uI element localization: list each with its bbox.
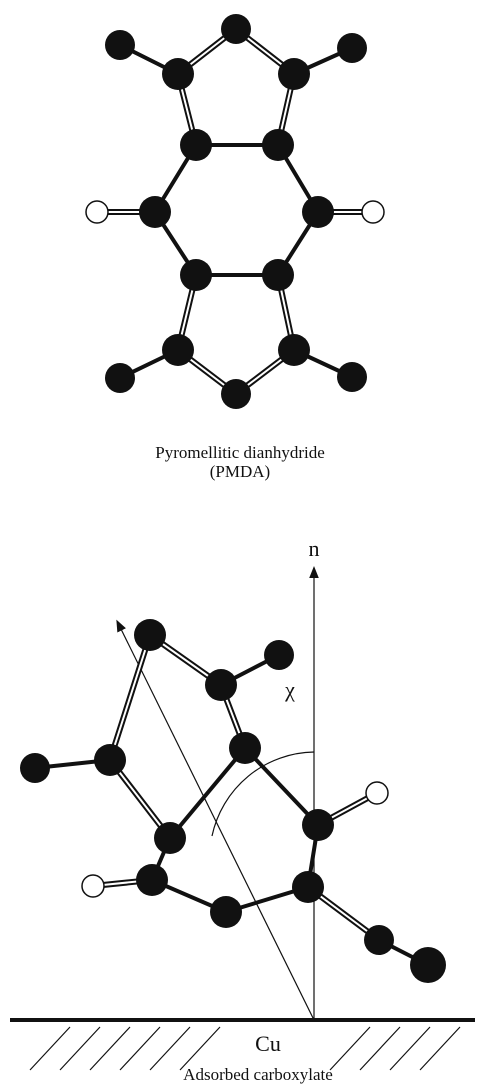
atom bbox=[302, 809, 334, 841]
adsorbed-diagram: n χ bbox=[10, 536, 475, 1071]
atom bbox=[278, 334, 310, 366]
atom bbox=[162, 334, 194, 366]
atom bbox=[154, 822, 186, 854]
bond bbox=[243, 746, 320, 827]
atom bbox=[180, 129, 212, 161]
atom bbox=[264, 640, 294, 670]
pmda-name-line2: (PMDA) bbox=[210, 462, 270, 481]
pmda-molecule bbox=[85, 14, 385, 409]
adsorbed-atoms bbox=[20, 619, 446, 983]
atom bbox=[134, 619, 166, 651]
atom bbox=[221, 14, 251, 44]
atom bbox=[20, 753, 50, 783]
tilt-angle-arc bbox=[211, 751, 315, 837]
normal-label: n bbox=[309, 536, 320, 561]
surface-hatching bbox=[29, 1026, 461, 1071]
atom bbox=[337, 362, 367, 392]
atom bbox=[210, 896, 242, 928]
atom bbox=[105, 363, 135, 393]
atom-hydrogen bbox=[85, 200, 109, 224]
atom bbox=[292, 871, 324, 903]
atom bbox=[262, 129, 294, 161]
atom bbox=[337, 33, 367, 63]
adsorbed-caption: Adsorbed carboxylate bbox=[183, 1065, 333, 1084]
pmda-atoms bbox=[85, 14, 385, 409]
pmda-name-line1: Pyromellitic dianhydride bbox=[155, 443, 325, 462]
atom bbox=[229, 732, 261, 764]
atom bbox=[221, 379, 251, 409]
atom bbox=[262, 259, 294, 291]
bond bbox=[168, 746, 247, 840]
atom bbox=[105, 30, 135, 60]
atom bbox=[136, 864, 168, 896]
molecular-axis-arrow bbox=[116, 619, 315, 1021]
surface-label: Cu bbox=[255, 1031, 281, 1056]
atom bbox=[139, 196, 171, 228]
atom bbox=[205, 669, 237, 701]
atom bbox=[162, 58, 194, 90]
atom-hydrogen bbox=[81, 874, 105, 898]
tilt-angle-label: χ bbox=[284, 677, 295, 702]
atom bbox=[410, 947, 446, 983]
atom bbox=[94, 744, 126, 776]
atom-hydrogen bbox=[361, 200, 385, 224]
atom bbox=[364, 925, 394, 955]
atom bbox=[302, 196, 334, 228]
atom bbox=[278, 58, 310, 90]
atom bbox=[180, 259, 212, 291]
atom-hydrogen bbox=[365, 781, 389, 805]
